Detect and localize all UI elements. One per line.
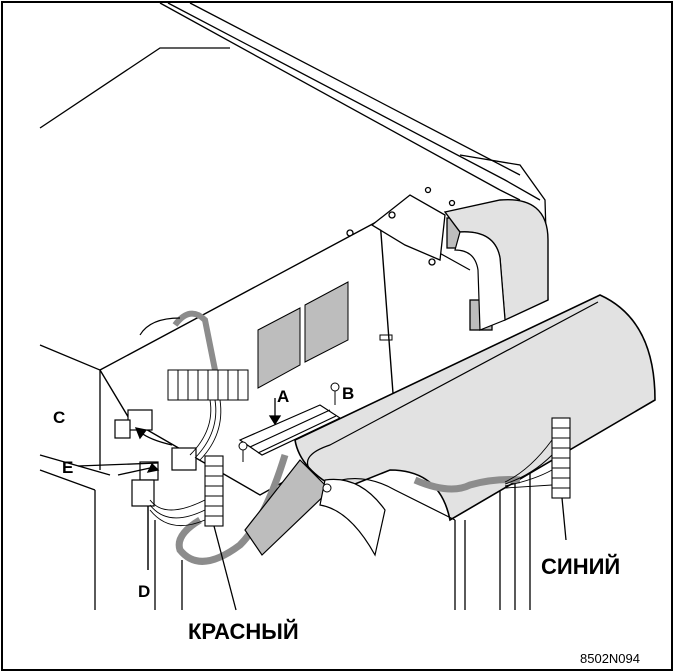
wire-bundle xyxy=(149,399,222,527)
callout-d: D xyxy=(138,582,150,601)
leader-lines xyxy=(77,398,567,611)
plug-strip-blue xyxy=(551,417,571,499)
callout-e: E xyxy=(62,458,73,477)
callout-b: B xyxy=(342,384,354,403)
connector-c xyxy=(114,409,153,439)
loop-cable-edge xyxy=(139,317,181,336)
callout-a: A xyxy=(277,387,289,406)
callout-c: C xyxy=(53,408,65,427)
screw-b xyxy=(330,382,340,405)
figure-code: 8502N094 xyxy=(580,651,640,666)
cable-blue xyxy=(413,476,521,493)
terminal-strip-main xyxy=(167,369,249,401)
label-red: КРАСНЫЙ xyxy=(188,619,299,644)
cable-duct xyxy=(443,198,549,331)
cabinet-side xyxy=(39,344,531,610)
blue-wire-fan xyxy=(504,439,553,489)
plug-strip-red xyxy=(204,455,224,527)
label-blue: СИНИЙ xyxy=(541,554,620,579)
connector-d xyxy=(131,479,155,570)
loop-cable xyxy=(172,310,218,371)
screw-a xyxy=(238,441,248,462)
front-cover xyxy=(244,294,656,557)
